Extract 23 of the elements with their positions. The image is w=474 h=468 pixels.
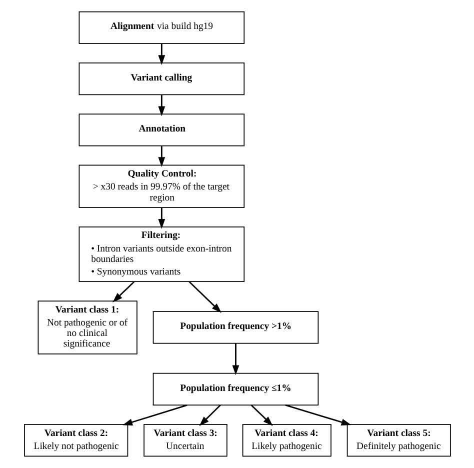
node-box: Filtering: • Intron variants outside exon-intron boundaries • Synonymous variants [78,226,244,282]
node-box: Population frequency >1% [152,311,318,344]
arrow [158,94,165,116]
arrow [188,281,221,313]
node-box: Variant class 4: Likely pathogenic [242,424,331,457]
node-box: Variant class 5: Definitely pathogenic [346,424,450,457]
arrow [158,208,165,229]
node-box: Alignment via build hg19 [78,11,244,44]
node-box: Quality Control: > x30 reads in 99.97% of the target region [78,164,244,208]
arrow [232,344,239,376]
node-box: Variant class 3: Uncertain [143,424,227,457]
node-box: Variant class 1: Not pathogenic or of no clinical significance [37,300,137,354]
arrow [122,404,187,426]
node-box: Population frequency ≤1% [152,372,318,406]
arrow [250,404,272,426]
node-box: Variant calling [78,62,244,96]
arrow [198,404,220,426]
arrow [284,404,351,426]
node-box: Variant class 2: Likely not pathogenic [24,424,128,457]
arrow [112,281,134,302]
arrow [158,44,165,66]
arrow [158,146,165,167]
node-box: Annotation [78,114,244,146]
